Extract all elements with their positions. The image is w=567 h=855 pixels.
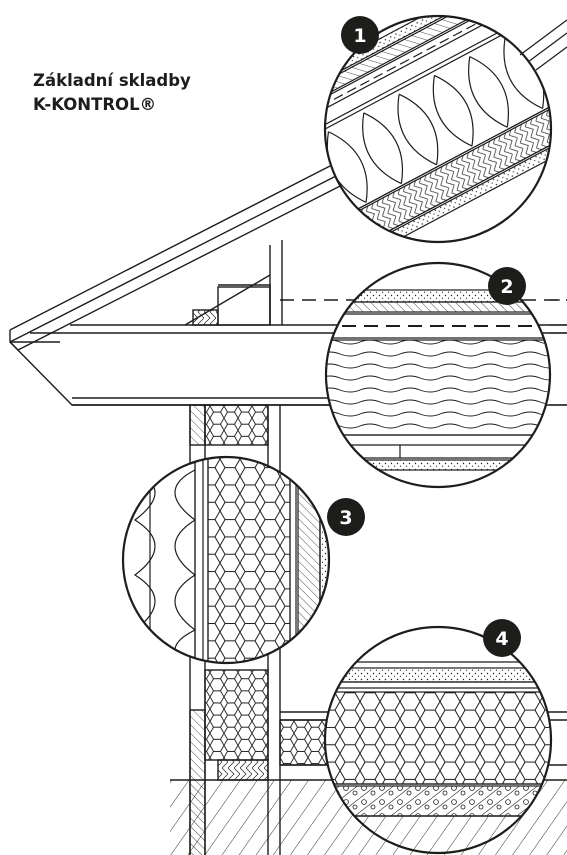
- badge-2: 2: [488, 267, 526, 305]
- detail-circle-3: [121, 455, 331, 665]
- badge-1: 1: [341, 16, 379, 54]
- detail-circle-4: [323, 625, 553, 855]
- diagram-title: Základní skladby K-KONTROL®: [33, 69, 191, 117]
- title-line-2: K-KONTROL®: [33, 95, 157, 114]
- badge-3: 3: [327, 498, 365, 536]
- detail-circle-1: [323, 14, 567, 244]
- detail-circle-2: [324, 261, 567, 489]
- badge-4-label: 4: [495, 628, 508, 650]
- title-line-1: Základní skladby: [33, 71, 191, 90]
- badge-3-label: 3: [339, 507, 352, 529]
- badge-4: 4: [483, 619, 521, 657]
- badge-1-label: 1: [353, 25, 366, 47]
- badge-2-label: 2: [500, 276, 513, 298]
